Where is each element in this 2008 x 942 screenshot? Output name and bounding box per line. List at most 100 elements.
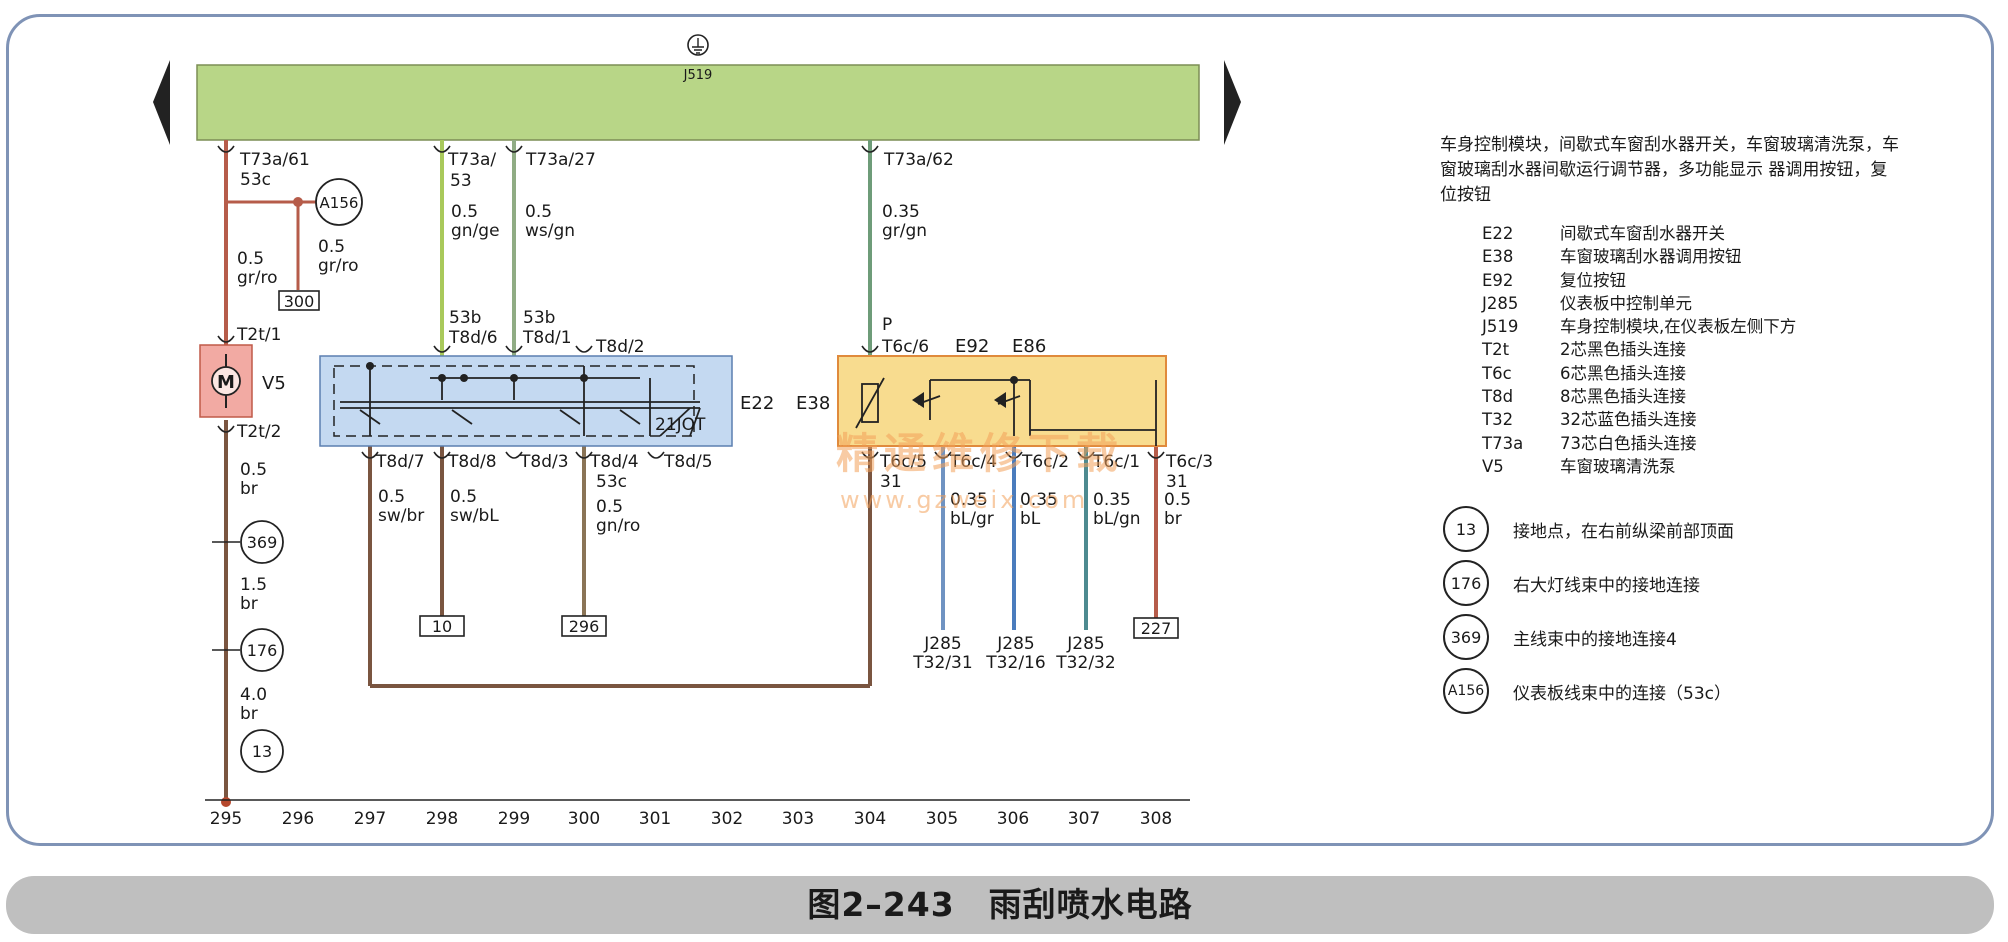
legend-desc: 6芯黑色插头连接 (1560, 363, 1686, 383)
circle-369: 369 (212, 520, 284, 564)
legend-panel: 车身控制模块，间歇式车窗刮水器开关，车窗玻璃清洗泵，车窗玻璃刮水器间歇运行调节器… (1440, 133, 1980, 718)
pin-t6c-3: T6c/3 (1165, 452, 1213, 472)
wire-w8-color: br (240, 704, 258, 724)
j519-label: J519 (683, 68, 713, 83)
pin-t8d-7: T8d/7 (375, 452, 425, 472)
pin-53c-b: 53c (596, 472, 627, 492)
v5-label: V5 (262, 373, 286, 394)
wire-w11-size: 0.5 (596, 497, 623, 517)
legend-item: T6c 6芯黑色插头连接 (1440, 362, 1980, 385)
wire-w10-size: 0.5 (450, 487, 477, 507)
legend-code: V5 (1482, 456, 1504, 476)
pin-t73a-53: T73a/ (447, 150, 496, 170)
legend-code: J519 (1482, 317, 1519, 337)
pin-t2t-1: T2t/1 (236, 325, 281, 345)
ref-296: 296 (561, 615, 607, 637)
ground-desc: 仪表板线束中的连接（53c） (1513, 683, 1731, 704)
legend-desc: 仪表板中控制单元 (1560, 293, 1692, 313)
circle-a156: A156 (300, 178, 363, 226)
legend-code: T32 (1482, 410, 1514, 430)
wire-w6-size: 0.5 (240, 460, 267, 480)
pin-t6c-1: T6c/1 (1092, 452, 1140, 472)
wire-w2-color: gr/ro (318, 256, 359, 276)
wire-w6-color: br (240, 479, 258, 499)
circle-13: 13 (240, 729, 284, 773)
j519-module (196, 64, 1200, 141)
splice-a156 (293, 197, 303, 207)
svg-text:A156: A156 (320, 194, 359, 212)
watermark-url: www.gzweix.com (840, 486, 1088, 514)
wire-w3-color: gn/ge (451, 221, 500, 241)
ref-10: 10 (419, 615, 465, 637)
j285-label-1: J285 (923, 634, 961, 654)
motor-icon: M (211, 354, 241, 408)
wire-w3-size: 0.5 (451, 202, 478, 222)
wire-w9-size: 0.5 (378, 487, 405, 507)
ground-id: A156 (1443, 668, 1489, 715)
prev-page-arrow-icon[interactable] (153, 60, 170, 145)
wire-w4-color: ws/gn (525, 221, 575, 241)
ground-desc: 右大灯线束中的接地连接 (1513, 575, 1700, 596)
figure-caption: 图2–243 雨刮喷水电路 (807, 885, 1193, 924)
grid-num-304: 304 (854, 809, 886, 829)
wire-w9-color: sw/br (378, 506, 424, 526)
legend-code: E92 (1482, 270, 1514, 290)
grid-num-307: 307 (1068, 809, 1100, 829)
pin-53c-a: 53c (240, 170, 271, 190)
pin-t8d-3: T8d/3 (519, 452, 569, 472)
pin-t73a-53b: 53 (450, 171, 472, 191)
wire-w13-size: 0.35 (1020, 490, 1058, 510)
svg-text:369: 369 (247, 533, 278, 552)
e22-switch-box (319, 355, 733, 447)
grid-num-300: 300 (568, 809, 600, 829)
e92-label: E92 (955, 336, 989, 357)
j285-pin-3: T32/32 (1055, 653, 1115, 673)
next-page-arrow-icon[interactable] (1224, 60, 1241, 145)
pin-t73a-27: T73a/27 (525, 150, 596, 170)
svg-text:296: 296 (569, 617, 600, 636)
wire-w12-color: bL/gr (950, 509, 994, 529)
pin-t8d-6: T8d/6 (448, 328, 498, 348)
legend-desc: 73芯白色插头连接 (1560, 433, 1697, 453)
legend-code: E38 (1482, 247, 1514, 267)
pin-53b-2: 53b (523, 308, 555, 328)
grid-num-305: 305 (926, 809, 958, 829)
legend-desc: 8芯黑色插头连接 (1560, 387, 1686, 407)
ground-id: 369 (1443, 614, 1489, 661)
svg-text:176: 176 (247, 641, 278, 660)
legend-desc: 复位按钮 (1560, 270, 1626, 290)
ref-227: 227 (1133, 617, 1179, 639)
svg-text:300: 300 (284, 292, 315, 311)
wire-w14-color: bL/gn (1093, 509, 1141, 529)
e38-button-arrows (912, 376, 1018, 408)
wire-w7-size: 1.5 (240, 575, 267, 595)
pin-t2t-2: T2t/2 (236, 422, 281, 442)
pin-t6c-4: T6c/4 (949, 452, 997, 472)
grid-num-297: 297 (354, 809, 386, 829)
pin-t8d-1: T8d/1 (522, 328, 572, 348)
e86-label: E86 (1012, 336, 1046, 357)
legend-desc: 车窗玻璃清洗泵 (1560, 456, 1676, 476)
wire-w13-color: bL (1020, 509, 1041, 529)
wire-w4-size: 0.5 (525, 202, 552, 222)
e22-junction-dots (366, 362, 588, 382)
module-connector-marks (217, 145, 879, 153)
wire-w10-color: sw/bL (450, 506, 499, 526)
wire-w15-color: br (1164, 509, 1182, 529)
ref-300: 300 (278, 290, 320, 311)
legend-desc: 间歇式车窗刮水器开关 (1560, 224, 1725, 243)
wire-w1-size: 0.5 (237, 249, 264, 269)
legend-code: J285 (1482, 293, 1519, 313)
wire-w7-color: br (240, 594, 258, 614)
wire-w14-size: 0.35 (1093, 490, 1131, 510)
wire-w5-size: 0.35 (882, 202, 920, 222)
legend-code: T6c (1482, 363, 1512, 383)
grid-num-301: 301 (639, 809, 671, 829)
pin-t73a-62: T73a/62 (883, 150, 954, 170)
